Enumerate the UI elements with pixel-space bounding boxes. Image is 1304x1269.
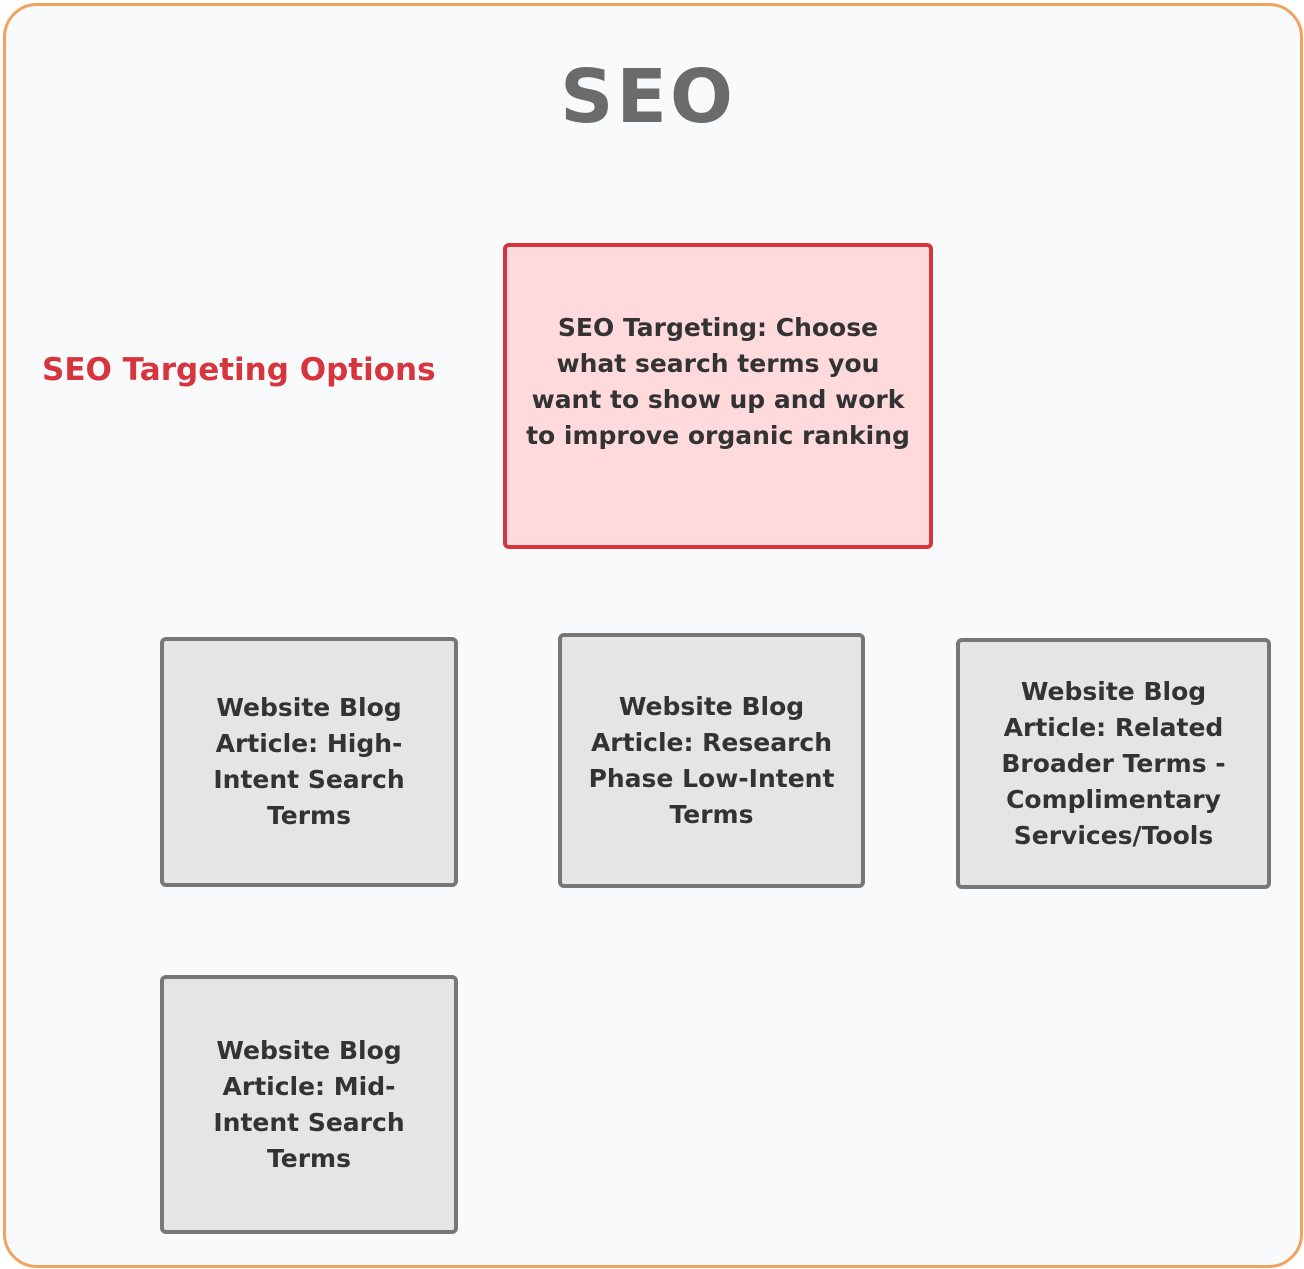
diagram-title: SEO xyxy=(560,54,736,140)
node-broader-terms-label: Website Blog Article: Related Broader Te… xyxy=(1001,676,1226,850)
node-low-intent-label: Website Blog Article: Research Phase Low… xyxy=(588,691,835,829)
node-high-intent[interactable]: Website Blog Article: High-Intent Search… xyxy=(160,637,458,887)
side-label: SEO Targeting Options xyxy=(42,352,436,388)
node-broader-terms[interactable]: Website Blog Article: Related Broader Te… xyxy=(956,638,1271,889)
node-low-intent[interactable]: Website Blog Article: Research Phase Low… xyxy=(558,633,865,888)
node-seo-targeting[interactable]: SEO Targeting: Choose what search terms … xyxy=(503,243,933,549)
node-high-intent-label: Website Blog Article: High-Intent Search… xyxy=(213,693,405,830)
node-mid-intent[interactable]: Website Blog Article: Mid-Intent Search … xyxy=(160,975,458,1234)
node-mid-intent-label: Website Blog Article: Mid-Intent Search … xyxy=(213,1035,405,1173)
diagram-frame: SEO SEO Targeting Options SEO Targeting:… xyxy=(3,3,1303,1268)
node-seo-targeting-label: SEO Targeting: Choose what search terms … xyxy=(526,313,910,450)
